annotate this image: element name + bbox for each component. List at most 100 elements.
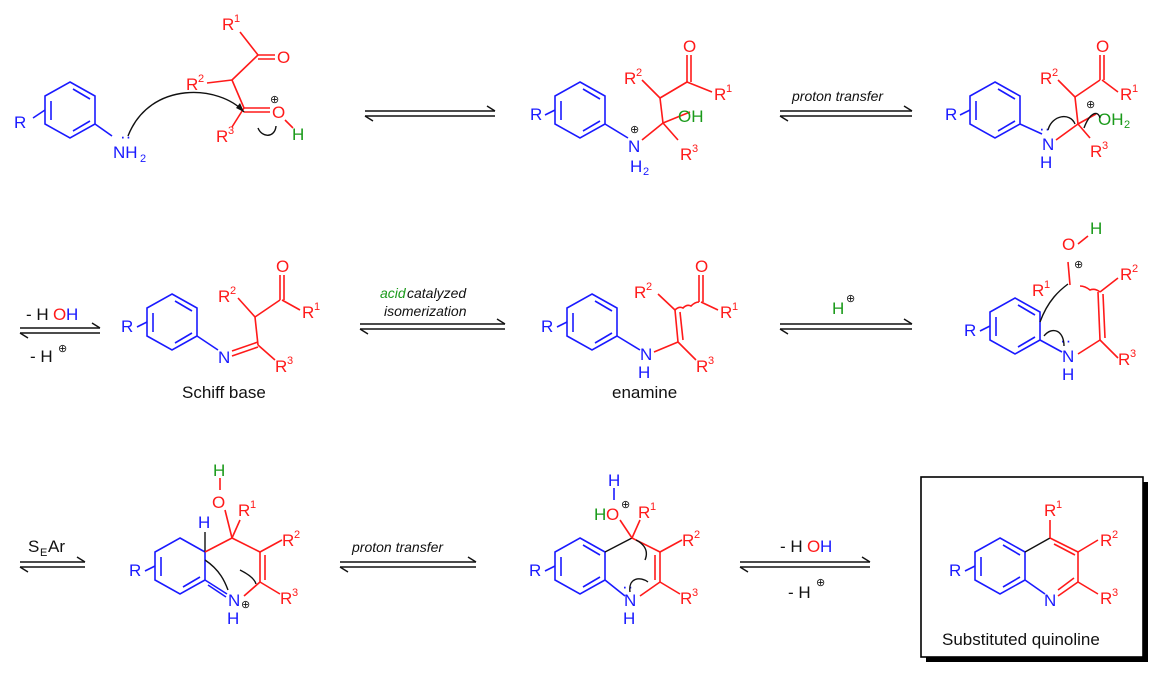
schiff-base-caption: Schiff base: [182, 383, 266, 402]
svg-text:3: 3: [708, 355, 714, 367]
dehydration-arrow: - H O H - H ⊕: [19, 305, 101, 366]
svg-text:E: E: [40, 547, 47, 559]
protonated-diketone: O R 1 R 2 O ⊕ H R 3: [127, 13, 304, 146]
svg-text:⊕: ⊕: [1074, 259, 1083, 271]
acidic-h: H: [292, 125, 304, 144]
svg-text:R: R: [682, 531, 694, 550]
proton-arrow: [257, 125, 277, 136]
dihydroquinoline-oxonium: R N H ·· H O ⊕ H R 1 R 2 R 3: [529, 471, 700, 628]
oxonium-intermediate: R N H ·· OH 2 ⊕ R 3 R 2 O R 1: [945, 37, 1138, 172]
svg-text:R: R: [949, 561, 961, 580]
svg-text:⊕: ⊕: [1086, 99, 1095, 111]
svg-text:Ar: Ar: [48, 537, 65, 556]
svg-text:O: O: [1096, 37, 1109, 56]
svg-text:2: 2: [1112, 529, 1118, 541]
svg-text:R: R: [121, 317, 133, 336]
svg-text:O: O: [606, 505, 619, 524]
svg-text:R: R: [1040, 69, 1052, 88]
svg-text:2: 2: [1052, 67, 1058, 79]
product-caption: Substituted quinoline: [942, 630, 1100, 649]
svg-text:O: O: [276, 257, 289, 276]
svg-text:N: N: [218, 348, 230, 367]
svg-text:3: 3: [1102, 140, 1108, 152]
svg-text:H: H: [1090, 219, 1102, 238]
substituted-quinoline: R N R 1 R 2 R 3 Substituted quinoline: [942, 499, 1118, 649]
svg-text:H: H: [820, 537, 832, 556]
enamine-caption: enamine: [612, 383, 677, 402]
svg-text:N: N: [228, 591, 240, 610]
svg-text:R: R: [634, 283, 646, 302]
svg-text:1: 1: [732, 301, 738, 313]
svg-text:R: R: [1118, 350, 1130, 369]
svg-text:3: 3: [287, 355, 293, 367]
svg-text:N: N: [624, 591, 636, 610]
svg-text:H: H: [594, 505, 606, 524]
svg-text:R: R: [530, 105, 542, 124]
svg-text:⊕: ⊕: [241, 599, 250, 611]
hemiaminal-cation: R N ⊕ H 2 OH R 3 R 2 O R 1: [530, 37, 732, 178]
svg-text:H: H: [213, 461, 225, 480]
svg-text:O: O: [53, 305, 66, 324]
svg-text:⊕: ⊕: [816, 577, 825, 589]
svg-text:R: R: [714, 85, 726, 104]
amine-h2: 2: [140, 153, 146, 165]
svg-text:⊕: ⊕: [846, 293, 855, 305]
svg-text:R: R: [129, 561, 141, 580]
svg-text:- H: - H: [780, 537, 803, 556]
product-box: [920, 476, 1148, 662]
svg-text:R: R: [1100, 531, 1112, 550]
r-label: R: [14, 113, 26, 132]
svg-text:3: 3: [692, 143, 698, 155]
svg-text:··: ··: [1039, 119, 1050, 138]
proton-transfer-label-1: proton transfer: [791, 88, 884, 104]
svg-text:3: 3: [1112, 587, 1118, 599]
svg-text:2: 2: [646, 281, 652, 293]
svg-text:2: 2: [294, 529, 300, 541]
protonation-arrow: H ⊕: [779, 293, 913, 335]
svg-text:H: H: [608, 471, 620, 490]
svg-text:R: R: [624, 69, 636, 88]
svg-text:R: R: [282, 531, 294, 550]
svg-text:H: H: [198, 513, 210, 532]
r1-label: R: [222, 15, 234, 34]
svg-text:N: N: [1042, 135, 1054, 154]
svg-text:R: R: [680, 589, 692, 608]
aniline: R NH 2 ··: [14, 81, 146, 165]
svg-text:N: N: [640, 345, 652, 364]
svg-text:R: R: [275, 357, 287, 376]
svg-text:N: N: [1062, 347, 1074, 366]
svg-text:R: R: [945, 105, 957, 124]
svg-text:H: H: [1062, 365, 1074, 384]
aromatization-arrow: - H O H - H ⊕: [739, 537, 871, 602]
svg-text:H: H: [1040, 153, 1052, 172]
amine-n: NH: [113, 143, 138, 162]
isomerization-arrow: acid catalyzed isomerization: [359, 285, 506, 335]
enamine: R N H R 3 R 2 O R 1 enamine: [541, 257, 738, 402]
svg-text:2: 2: [643, 166, 649, 178]
svg-text:- H: - H: [788, 583, 811, 602]
svg-text:R: R: [1032, 281, 1044, 300]
svg-text:3: 3: [1130, 348, 1136, 360]
svg-text:2: 2: [198, 73, 204, 85]
svg-text:R: R: [638, 503, 650, 522]
svg-text:1: 1: [250, 499, 256, 511]
svg-text:N: N: [628, 137, 640, 156]
svg-text:H: H: [227, 609, 239, 628]
svg-text:- H: - H: [26, 305, 49, 324]
svg-text:⊕: ⊕: [58, 343, 67, 355]
svg-text:3: 3: [292, 587, 298, 599]
svg-text:R: R: [1100, 589, 1112, 608]
svg-text:1: 1: [1044, 279, 1050, 291]
schiff-base: R N R 3 R 2 O R 1 Schiff base: [121, 257, 320, 402]
svg-text:O: O: [807, 537, 820, 556]
svg-text:R: R: [302, 303, 314, 322]
svg-text:2: 2: [636, 67, 642, 79]
svg-text:H: H: [638, 363, 650, 382]
svg-text:⊕: ⊕: [621, 499, 630, 511]
svg-text:S: S: [28, 537, 39, 556]
svg-text:R: R: [1120, 265, 1132, 284]
svg-text:N: N: [1044, 591, 1056, 610]
attack-arrow: [127, 91, 245, 137]
oxonium-o: O: [272, 103, 285, 122]
svg-text:R: R: [218, 287, 230, 306]
